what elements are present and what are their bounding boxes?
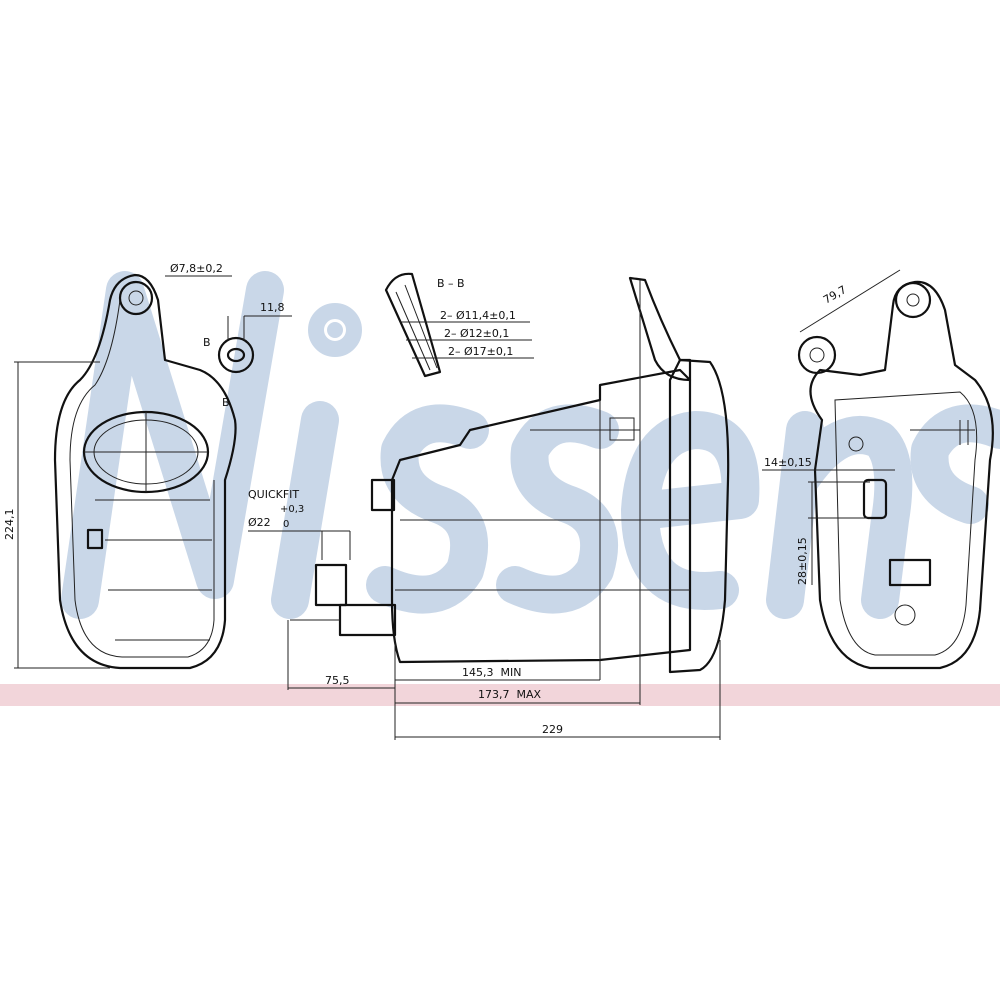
dim-min: 145,3 MIN [462, 666, 521, 679]
section-title: B – B [437, 277, 465, 290]
quickfit-diameter: Ø22 [248, 516, 271, 529]
side-view [248, 276, 730, 740]
left-view [14, 273, 292, 670]
section-view [384, 272, 534, 378]
width-label-11-8: 11,8 [260, 301, 285, 314]
dim-14: 14±0,15 [764, 456, 812, 469]
dim-79-7: 79,7 [821, 283, 849, 307]
dim-max: 173,7 MAX [478, 688, 541, 701]
section-dim-1: 2– Ø11,4±0,1 [440, 309, 516, 322]
height-label-224-1: 224,1 [3, 509, 16, 541]
watermark-logo [61, 271, 1000, 619]
section-mark-b-2: B [222, 396, 230, 409]
hole-diameter-label: Ø7,8±0,2 [170, 262, 223, 275]
quickfit-label: QUICKFIT [248, 488, 299, 501]
section-dim-3: 2– Ø17±0,1 [448, 345, 513, 358]
dim-229: 229 [542, 723, 563, 736]
section-dim-2: 2– Ø12±0,1 [444, 327, 509, 340]
pink-band [0, 684, 1000, 706]
dim-75-5: 75,5 [325, 674, 350, 687]
section-mark-b-1: B [203, 336, 211, 349]
quickfit-tol-lower: 0 [283, 519, 289, 530]
quickfit-tol-upper: +0,3 [280, 504, 304, 515]
right-view [762, 269, 994, 670]
dim-28: 28±0,15 [796, 537, 809, 585]
